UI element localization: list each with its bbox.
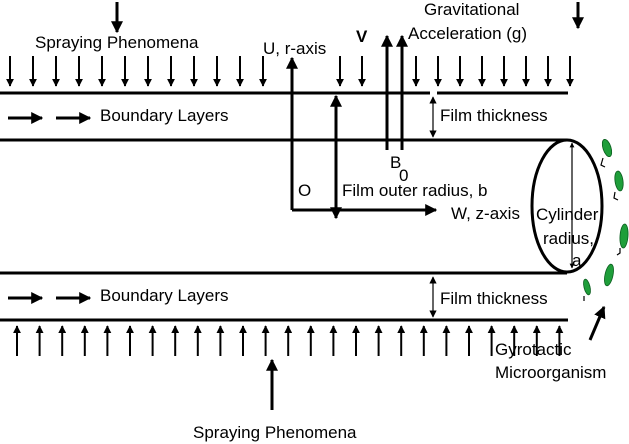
spraying-label-bottom: Spraying Phenomena	[193, 423, 357, 442]
gravity-label-line2: Acceleration (g)	[408, 24, 527, 43]
spraying-label-top: Spraying Phenomena	[35, 33, 199, 52]
z-axis-label: W, z-axis	[451, 204, 520, 223]
r-axis-label: U, r-axis	[263, 39, 326, 58]
magnetic-field-label: B	[390, 153, 401, 172]
v-label: V	[356, 27, 368, 46]
spray-arrows-bottom	[13, 325, 564, 356]
gravity-arrows-top	[336, 56, 574, 87]
magnetic-field-subscript: 0	[399, 166, 408, 185]
microorganism-cell	[619, 223, 629, 249]
spray-arrows-top	[6, 56, 267, 87]
microorganism-cell	[614, 170, 624, 192]
gravity-label-line1: Gravitational	[424, 0, 519, 19]
boundary-label-bottom: Boundary Layers	[100, 286, 229, 305]
cylinder-label-line1: Cylinder	[536, 205, 599, 224]
film-thickness-label-top: Film thickness	[440, 106, 548, 125]
microorganism-cell	[583, 278, 591, 296]
gyrotactic-label-line1: Gyrotactic	[495, 340, 572, 359]
origin-label: O	[298, 181, 311, 200]
boundary-label-top: Boundary Layers	[100, 106, 229, 125]
gyrotactic-pointer-arrow	[588, 305, 606, 341]
microorganism-flagellum	[616, 248, 621, 256]
microorganism-flagellum	[600, 157, 606, 168]
film-thickness-label-bottom: Film thickness	[440, 289, 548, 308]
microorganisms	[583, 138, 629, 301]
microorganism-cell	[604, 263, 614, 287]
cylinder-end-ellipse	[530, 138, 604, 274]
microorganism-flagellum	[613, 191, 619, 201]
microorganism-cell	[601, 138, 613, 158]
gyrotactic-label-line2: Microorganism	[495, 363, 606, 382]
cylinder-label-line2: radius,	[543, 229, 594, 248]
cylinder-label-line3: a	[572, 251, 582, 270]
film-outer-radius-label: Film outer radius, b	[342, 181, 488, 200]
